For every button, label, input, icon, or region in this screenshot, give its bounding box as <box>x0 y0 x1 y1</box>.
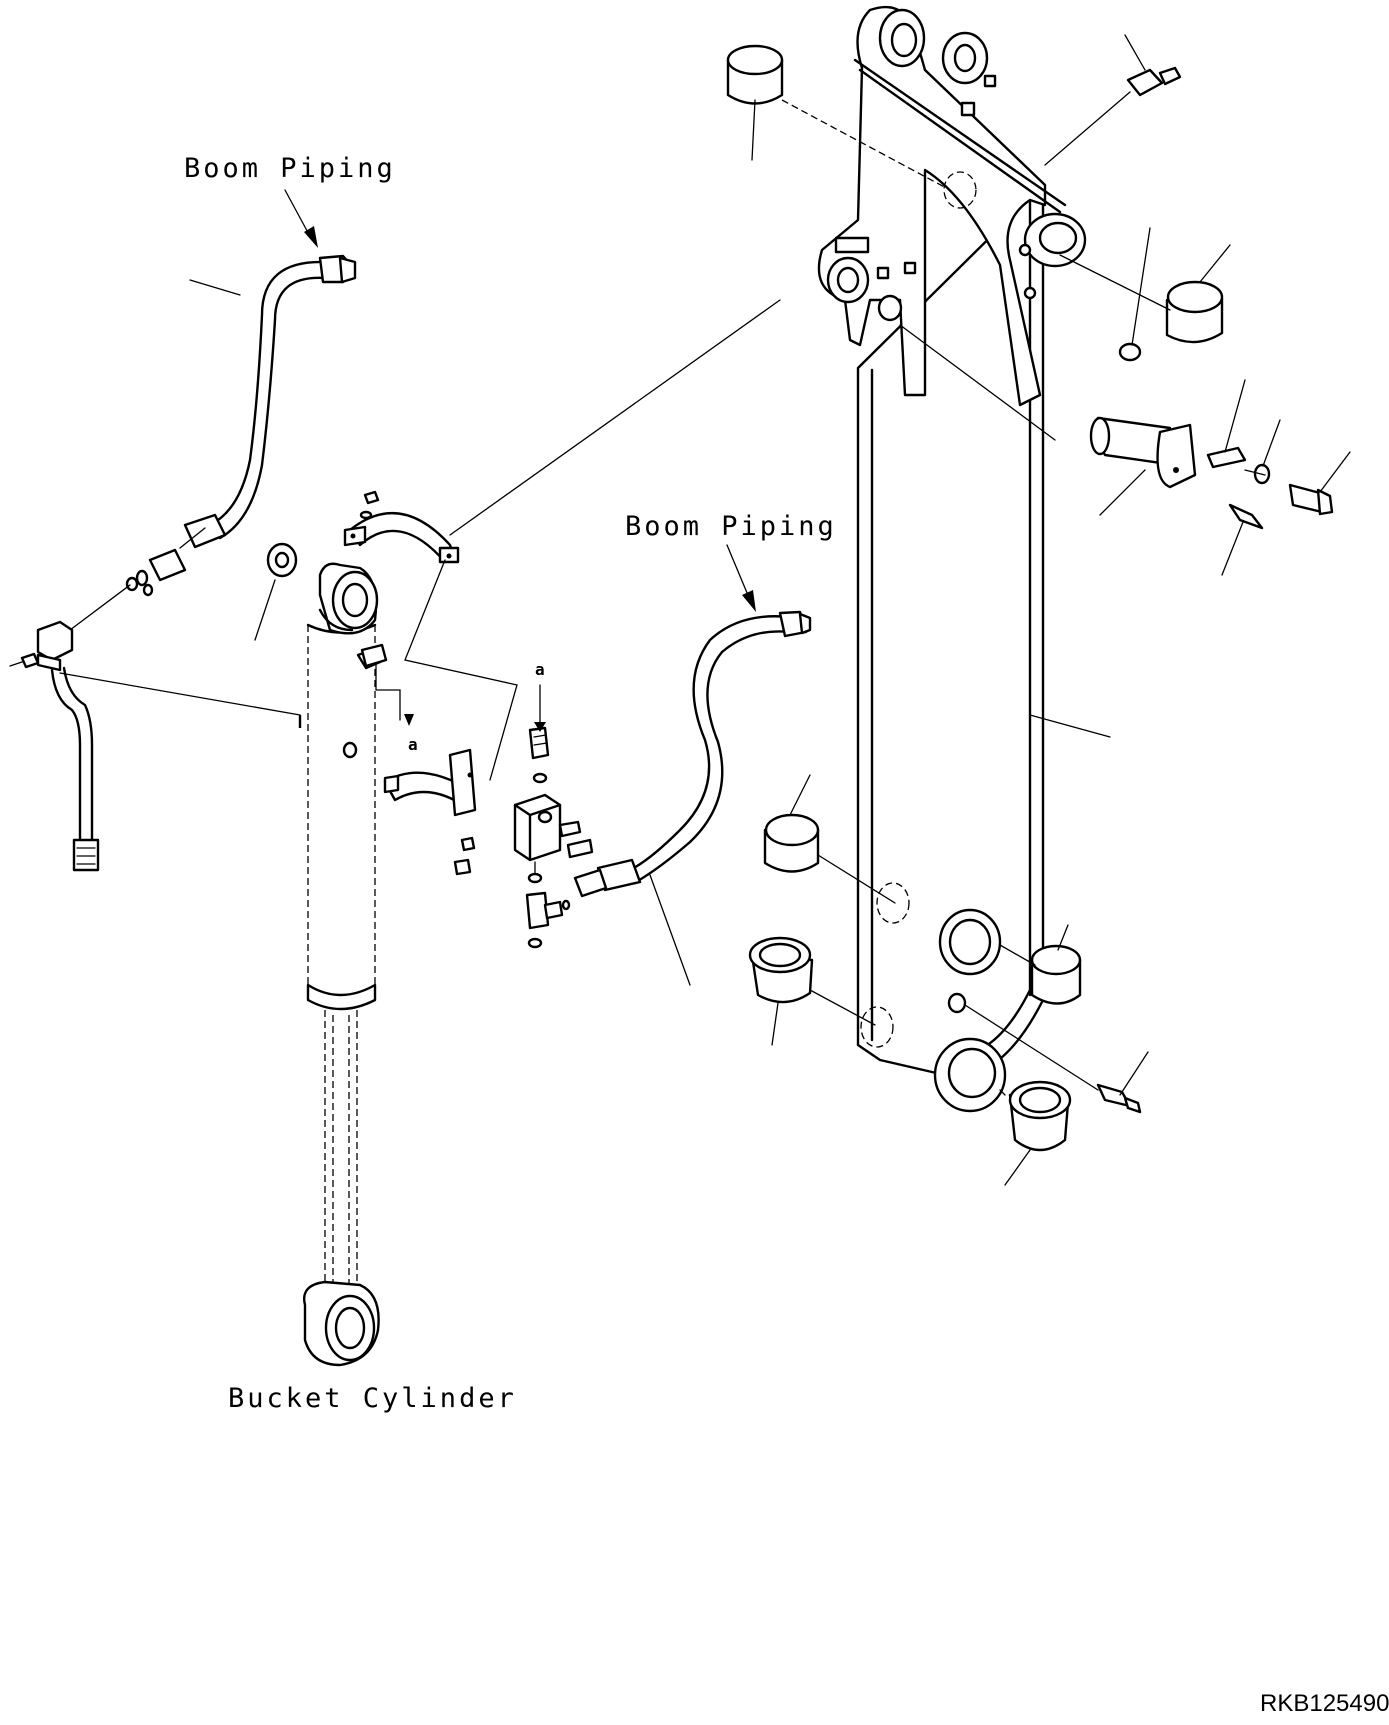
boom-piping-label-right: Boom Piping <box>625 511 837 542</box>
right-hose <box>573 610 812 986</box>
arm-assembly <box>817 5 1111 1113</box>
drawing-code: RKB125490 <box>1260 1690 1389 1717</box>
clamp-and-valve-block <box>343 299 781 949</box>
bucket-cylinder-drawing <box>254 542 382 1367</box>
left-hose <box>69 254 357 631</box>
bushings-and-pins <box>726 34 1351 1186</box>
detail-marker-a-left: a <box>408 735 418 754</box>
detail-marker-a-top: a <box>535 660 545 679</box>
left-pipe <box>9 620 301 872</box>
boom-piping-label-left: Boom Piping <box>184 153 396 184</box>
label-arrows <box>284 189 756 612</box>
bucket-cylinder-label: Bucket Cylinder <box>228 1383 517 1414</box>
